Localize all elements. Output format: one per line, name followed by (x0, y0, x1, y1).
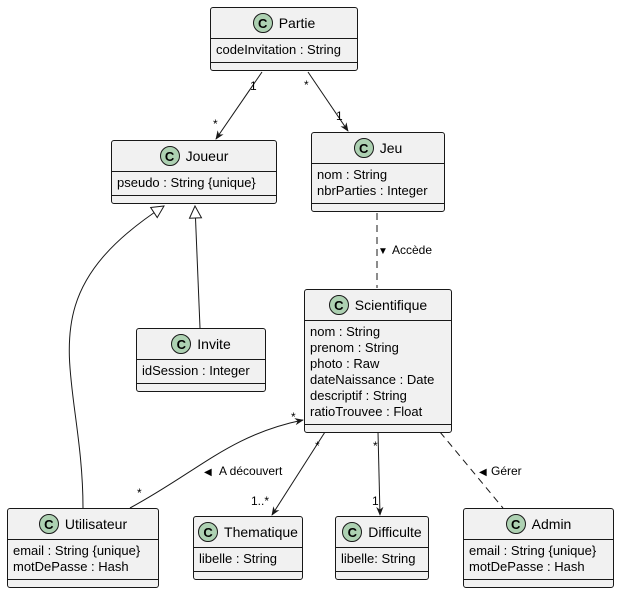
edge-scientifique-thematique (271, 431, 326, 516)
attribute: email : String {unique} (469, 543, 597, 558)
class-thematique[interactable]: C Thematique libelle : String (193, 516, 303, 580)
edge-scientifique-difficulte (376, 431, 384, 516)
attribute: nom : String (317, 167, 388, 182)
class-icon: C (353, 138, 374, 158)
edge-invite-joueur (195, 206, 200, 329)
attribute: ratioTrouvee : Float (310, 404, 423, 419)
class-name: Thematique (224, 524, 298, 540)
attribute: dateNaissance : Date (310, 372, 435, 387)
attribute: nom : String (310, 324, 381, 339)
attribute: codeInvitation : String (216, 42, 342, 57)
attribute: prenom : String (310, 340, 399, 355)
attribute: photo : Raw (310, 356, 380, 371)
attribute: motDePasse : Hash (469, 559, 585, 574)
class-icon: C (159, 146, 180, 166)
edge-partie-joueur (215, 71, 263, 140)
class-name: Invite (197, 336, 231, 352)
class-icon: C (342, 522, 363, 542)
label-gerer: Gérer (491, 464, 522, 478)
attribute: email : String {unique} (13, 543, 141, 558)
mult-scientifique-difficulte-from: * (373, 439, 378, 453)
class-icon: C (252, 13, 273, 33)
class-icon: C (505, 514, 526, 534)
mult-partie-joueur-from: 1 (250, 79, 257, 93)
class-joueur[interactable]: C Joueur pseudo : String {unique} (111, 140, 277, 204)
attribute: pseudo : String {unique} (117, 175, 256, 190)
label-gerer-glyph: ◀ (479, 467, 487, 478)
class-icon: C (38, 514, 59, 534)
mult-scientifique-thematique-to: 1..* (251, 494, 270, 508)
class-name: Difficulte (368, 524, 422, 540)
attribute: libelle: String (341, 551, 416, 566)
class-jeu[interactable]: C Jeu nom : String nbrParties : Integer (311, 132, 445, 212)
class-name: Jeu (379, 140, 403, 156)
edge-utilisateur-joueur (68, 206, 164, 509)
mult-utilisateur-scientifique-from: * (137, 486, 142, 500)
label-accede-glyph: ▼ (378, 246, 388, 257)
attribute: motDePasse : Hash (13, 559, 129, 574)
class-name: Partie (278, 15, 316, 31)
class-icon: C (328, 295, 349, 315)
class-utilisateur[interactable]: C Utilisateur email : String {unique} mot… (7, 508, 159, 588)
mult-partie-joueur-to: * (213, 117, 218, 131)
label-a-decouvert-glyph: ◀ (204, 467, 212, 478)
class-admin[interactable]: C Admin email : String {unique} motDePass… (463, 508, 614, 588)
edge-partie-jeu (307, 71, 349, 132)
label-a-decouvert: A découvert (219, 464, 283, 478)
class-name: Joueur (185, 148, 229, 164)
mult-scientifique-thematique-from: * (315, 439, 320, 453)
class-icon: C (171, 334, 192, 354)
class-name: Utilisateur (64, 516, 128, 532)
class-icon: C (198, 522, 219, 542)
class-partie[interactable]: C Partie codeInvitation : String (210, 7, 358, 71)
attribute: idSession : Integer (142, 363, 250, 378)
mult-scientifique-difficulte-to: 1 (372, 494, 379, 508)
label-accede: Accède (392, 243, 433, 257)
attribute: libelle : String (199, 551, 278, 566)
class-difficulte[interactable]: C Difficulte libelle: String (335, 516, 429, 580)
class-scientifique[interactable]: C Scientifique nom : String prenom : Stri… (304, 289, 452, 433)
mult-utilisateur-scientifique-to: * (291, 410, 296, 424)
attribute: nbrParties : Integer (317, 183, 428, 198)
class-invite[interactable]: C Invite idSession : Integer (136, 328, 266, 392)
class-name: Scientifique (354, 297, 428, 313)
mult-partie-jeu-to: 1 (336, 109, 343, 123)
class-name: Admin (531, 516, 572, 532)
attribute: descriptif : String (310, 388, 407, 403)
edge-utilisateur-scientifique (129, 418, 304, 509)
mult-partie-jeu-from: * (304, 78, 309, 92)
edge-admin-scientifique (439, 431, 504, 509)
